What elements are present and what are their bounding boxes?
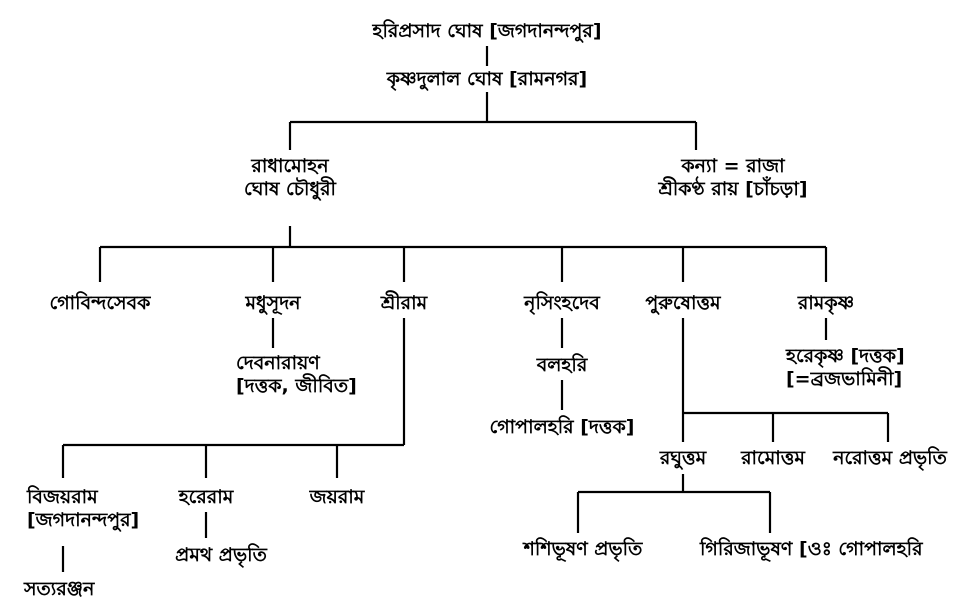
node-pramatha: প্রমথ প্রভৃতি bbox=[175, 544, 267, 566]
node-balahari: বলহরি bbox=[536, 354, 588, 376]
node-ramottam: রামোত্তম bbox=[741, 447, 805, 469]
node-raghuttam: রঘুত্তম bbox=[659, 447, 707, 469]
node-bijayram: বিজয়রাম [জগদানন্দপুর] bbox=[27, 486, 139, 532]
node-satyaranjan: সত্যরঞ্জন bbox=[24, 578, 95, 600]
node-nrisinghadeb: নৃসিংহদেব bbox=[524, 292, 600, 314]
node-purushottam: পুরুষোত্তম bbox=[645, 292, 721, 314]
node-root: হরিপ্রসাদ ঘোষ [জগদানন্দপুর] bbox=[372, 20, 602, 42]
node-debnarayan: দেবনারায়ণ [দত্তক, জীবিত] bbox=[236, 352, 357, 398]
node-harekrishna: হরেকৃষ্ণ [দত্তক] [=ব্রজভামিনী] bbox=[786, 345, 905, 391]
node-govindasebak: গোবিন্দসেবক bbox=[49, 292, 151, 314]
node-debnarayan-line2: [দত্তক, জীবিত] bbox=[236, 375, 357, 397]
node-jayram: জয়রাম bbox=[309, 486, 365, 508]
node-bijayram-line1: বিজয়রাম bbox=[27, 486, 98, 508]
node-harekrishna-line2: [=ব্রজভামিনী] bbox=[786, 368, 903, 390]
node-ramkrishna: রামকৃষ্ণ bbox=[797, 292, 855, 314]
node-radhamohan: রাধামোহন ঘোষ চৌধুরী bbox=[210, 155, 370, 201]
node-kanya-line2: শ্রীকণ্ঠ রায় [চাঁচড়া] bbox=[658, 178, 808, 200]
node-kanya: কন্যা = রাজা শ্রীকণ্ঠ রায় [চাঁচড়া] bbox=[618, 155, 848, 201]
node-gen2: কৃষ্ণদুলাল ঘোষ [রামনগর] bbox=[386, 68, 588, 90]
node-hareram: হরেরাম bbox=[178, 486, 234, 508]
node-debnarayan-line1: দেবনারায়ণ bbox=[236, 352, 320, 374]
node-narottam: নরোত্তম প্রভৃতি bbox=[833, 447, 947, 469]
node-girijabhushan: গিরিজাভূষণ [ওঃ গোপালহরি bbox=[700, 538, 923, 560]
node-harekrishna-line1: হরেকৃষ্ণ [দত্তক] bbox=[786, 345, 905, 367]
node-madhusudan: মধুসূদন bbox=[245, 292, 301, 314]
node-bijayram-line2: [জগদানন্দপুর] bbox=[27, 509, 140, 531]
node-shriram: শ্রীরাম bbox=[380, 292, 428, 314]
node-gopalhari: গোপালহরি [দত্তক] bbox=[489, 416, 635, 438]
node-kanya-line1: কন্যা = রাজা bbox=[681, 155, 785, 177]
node-radhamohan-line2: ঘোষ চৌধুরী bbox=[244, 178, 336, 200]
node-radhamohan-line1: রাধামোহন bbox=[251, 155, 329, 177]
node-shashibhushan: শশিভূষণ প্রভৃতি bbox=[523, 538, 643, 560]
